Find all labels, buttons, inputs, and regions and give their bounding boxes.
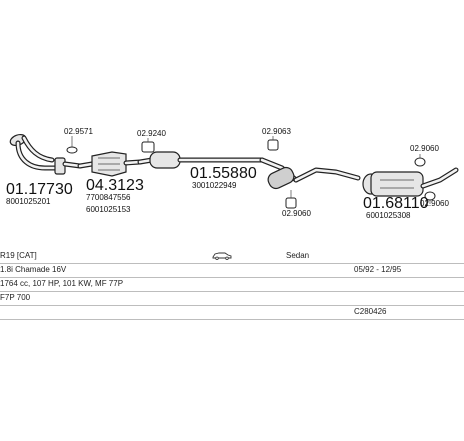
exhaust-system-diagram: 02.9571 02.9240 02.9063 02.9060 02.9060 …: [6, 127, 459, 220]
engine-spec-text: 1764 cc, 107 HP, 101 KW, MF 77P: [0, 279, 124, 288]
info-row-catalog: C280426: [0, 305, 464, 320]
rear-hanger-top[interactable]: [414, 154, 426, 167]
catalyst-oe-1: 7700847556: [86, 193, 131, 202]
front-pipe-number: 01.17730: [6, 181, 73, 198]
model-text: R19 [CAT]: [0, 251, 37, 260]
middle-silencer-oe: 3001022949: [192, 181, 237, 190]
catalyst-clamp[interactable]: [141, 138, 155, 153]
intermediate-pipe-part[interactable]: [259, 157, 361, 191]
code-label-2: 02.9240: [137, 129, 166, 138]
info-row-engine: 1.8i Chamade 16V 05/92 - 12/95: [0, 263, 464, 278]
front-pipe-oe: 8001025201: [6, 197, 51, 206]
info-row-model: R19 [CAT] Sedan: [0, 249, 464, 264]
rear-silencer-number: 01.68110: [363, 195, 429, 212]
info-row-code: F7P 700: [0, 291, 464, 306]
catalyst-part[interactable]: [77, 151, 143, 177]
code-label-6: 02.9060: [420, 199, 449, 208]
engine-name-text: 1.8i Chamade 16V: [0, 265, 67, 274]
engine-code-text: F7P 700: [0, 293, 31, 302]
middle-hanger[interactable]: [267, 136, 279, 151]
sedan-car-icon: [212, 252, 232, 260]
catalog-number-text: C280426: [354, 307, 387, 316]
code-label-5: 02.9060: [410, 144, 439, 153]
code-label-4: 02.9060: [282, 209, 311, 218]
middle-silencer-part[interactable]: [137, 151, 265, 169]
intermediate-clamp[interactable]: [285, 190, 297, 209]
info-row-spec: 1764 cc, 107 HP, 101 KW, MF 77P: [0, 277, 464, 292]
body-text: Sedan: [286, 251, 310, 260]
catalyst-number: 04.3123: [86, 177, 144, 194]
rear-hanger-bottom[interactable]: [424, 191, 436, 204]
years-text: 05/92 - 12/95: [354, 265, 402, 274]
front-pipe-gasket[interactable]: [66, 136, 78, 154]
code-label-3: 02.9063: [262, 127, 291, 136]
middle-silencer-number: 01.55880: [190, 165, 257, 182]
rear-silencer-part[interactable]: [362, 167, 459, 197]
code-label-1: 02.9571: [64, 127, 93, 136]
catalyst-oe-2: 6001025153: [86, 205, 131, 214]
rear-silencer-oe: 6001025308: [366, 211, 411, 220]
front-pipe-part[interactable]: [9, 133, 83, 175]
